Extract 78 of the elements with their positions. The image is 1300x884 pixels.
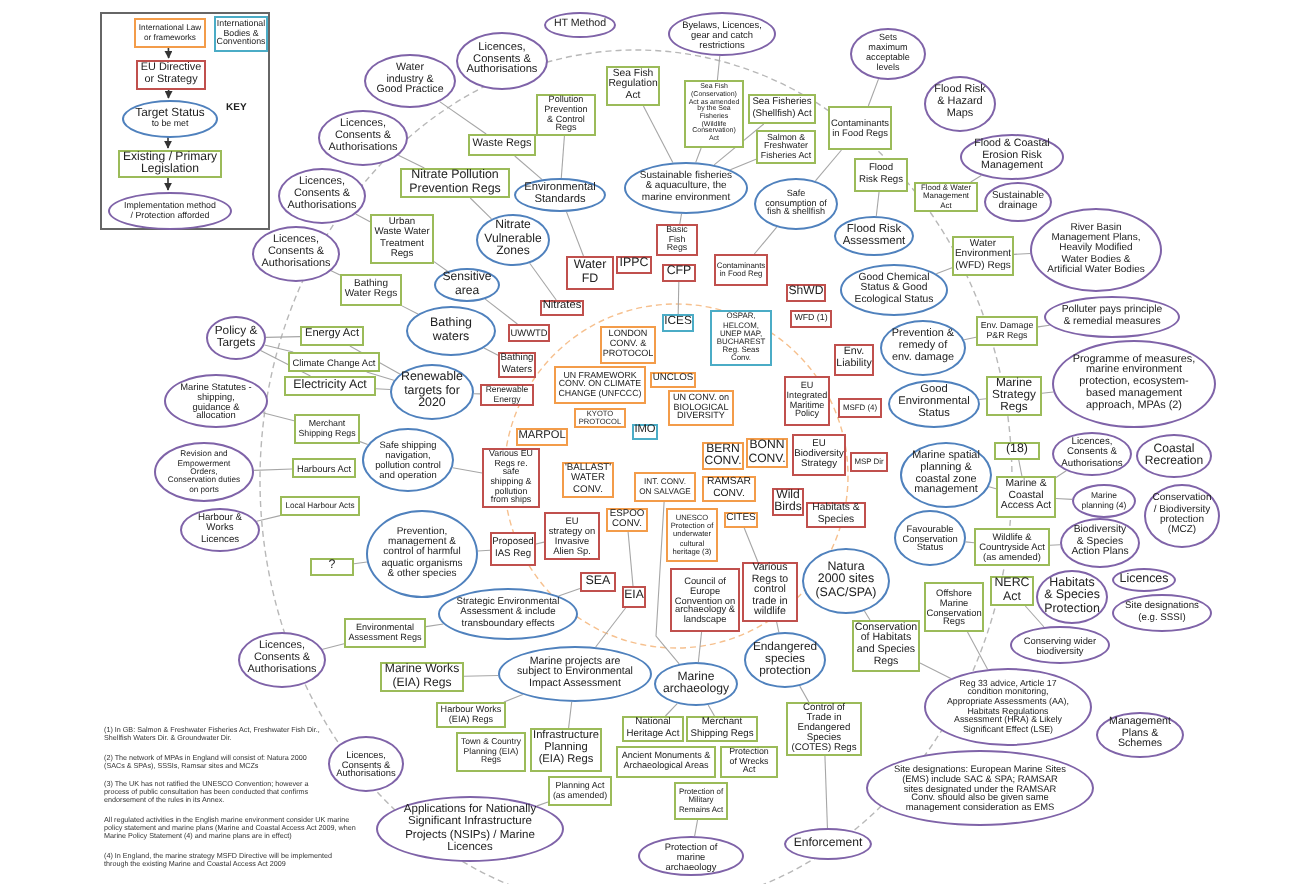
arrow — [164, 45, 173, 59]
connector-line — [256, 515, 281, 522]
connector-line — [514, 155, 543, 180]
connector-line — [1024, 605, 1045, 628]
connector-line — [397, 154, 425, 169]
connector-line — [355, 213, 371, 223]
connector-line — [503, 694, 524, 703]
connector-line — [875, 191, 880, 217]
connector-line — [1013, 252, 1031, 255]
connector-line — [753, 226, 778, 255]
connector-line — [359, 441, 369, 446]
connector-line — [375, 388, 391, 391]
connector-line — [353, 561, 368, 565]
connector-line — [1041, 391, 1054, 394]
connector-line — [536, 801, 549, 807]
connector-line — [262, 412, 295, 422]
connector-line — [529, 262, 557, 301]
connector-line — [707, 704, 716, 717]
connector-line — [695, 147, 702, 163]
connector-line — [558, 587, 581, 597]
connector-line — [863, 610, 871, 621]
connector-line — [568, 701, 573, 729]
connector-line — [677, 281, 680, 315]
connector-line — [1055, 498, 1073, 500]
connector-line — [560, 135, 565, 179]
connector-line — [697, 631, 703, 663]
connector-line — [473, 393, 481, 395]
connector-line — [401, 305, 419, 315]
connector-line — [965, 541, 975, 544]
connector-line — [595, 607, 627, 648]
connector-line — [483, 347, 499, 356]
connector-line — [776, 621, 780, 633]
arrow — [164, 87, 173, 99]
connector-line — [799, 685, 810, 703]
connector-line — [664, 703, 678, 717]
connector-line — [322, 643, 345, 650]
connector-line — [824, 755, 828, 829]
connector-line — [484, 298, 518, 325]
key-panel — [100, 12, 270, 230]
connector-line — [1018, 459, 1023, 477]
connector-line — [627, 531, 634, 587]
connector-line — [263, 344, 294, 353]
connector-line — [565, 211, 584, 257]
connector-line — [452, 467, 483, 474]
connector-line — [716, 55, 721, 81]
connector-line — [477, 549, 491, 552]
connector-line — [743, 527, 759, 563]
connector-line — [988, 486, 997, 490]
connector-line — [330, 270, 341, 276]
connector-line — [963, 336, 977, 341]
connector-line — [814, 149, 843, 182]
arrow — [164, 175, 172, 191]
connector-line — [463, 674, 499, 677]
connector-line — [655, 501, 680, 665]
connector-line — [642, 105, 674, 164]
target-ellipse — [122, 100, 218, 138]
connector-line — [919, 662, 952, 679]
connector-line — [935, 267, 953, 275]
connector-line — [1049, 544, 1061, 546]
connector-line — [978, 398, 987, 401]
connector-line — [253, 468, 293, 471]
connector-line — [729, 158, 757, 171]
connector-line — [679, 213, 683, 225]
connector-line — [867, 78, 880, 107]
connector-line — [265, 336, 301, 338]
connector-line — [966, 631, 989, 670]
connector-line — [366, 371, 395, 381]
connector-line — [694, 819, 699, 837]
connector-line — [439, 101, 487, 135]
connector-line — [535, 541, 545, 545]
connector-line — [433, 261, 449, 272]
connector-line — [469, 197, 493, 220]
connector-line — [1037, 324, 1051, 328]
connector-line — [970, 175, 982, 183]
connector-line — [713, 123, 765, 166]
arrow — [164, 135, 172, 149]
connector-line — [425, 623, 444, 628]
connector-line — [1055, 470, 1067, 478]
